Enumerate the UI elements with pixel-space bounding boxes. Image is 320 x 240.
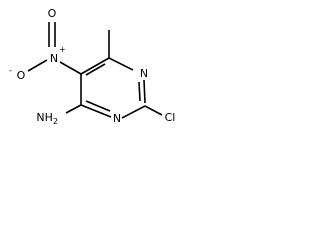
bond-c6-c5 <box>80 57 110 75</box>
atom-nitro-o-left: O <box>17 69 26 82</box>
atom-n3: N <box>113 112 121 125</box>
bond-c2-cl <box>144 105 163 116</box>
bond-c2-n3 <box>121 105 146 119</box>
atom-nitro-n: N <box>50 52 58 65</box>
bond-n1-c2-double <box>138 81 141 102</box>
atom-nitro-o-top: O <box>48 7 57 20</box>
charge-nitro-o-left: - <box>9 66 12 75</box>
atom-cl: Cl <box>165 111 176 124</box>
bond-c6-n1 <box>108 57 134 71</box>
bond-nitro-o-left <box>27 59 48 72</box>
molecule-structure: N N Cl NH2 N + O O - <box>9 7 176 126</box>
bond-n3-c4 <box>80 104 112 118</box>
bond-c6-c5-double <box>85 63 106 76</box>
bond-c4-nh2 <box>65 104 82 114</box>
bond-n1-c2 <box>143 79 146 104</box>
atom-n1: N <box>140 67 148 80</box>
bond-c5-nitro <box>59 61 82 75</box>
bond-n3-c4-double <box>85 100 111 112</box>
charge-nitro-n: + <box>59 45 66 54</box>
atom-nh2: NH2 <box>36 111 58 126</box>
